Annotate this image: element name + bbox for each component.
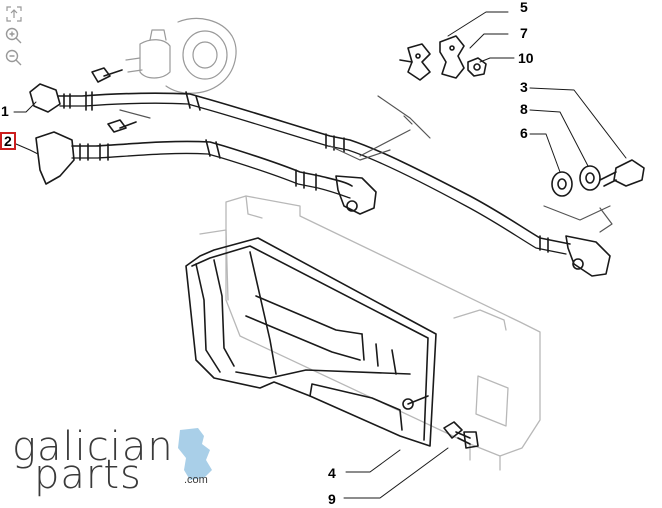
callout-6[interactable]: 6	[520, 125, 528, 141]
fit-to-screen-icon[interactable]	[4, 4, 24, 24]
zoom-in-icon[interactable]	[4, 26, 24, 46]
air-duct-4	[185, 237, 437, 447]
section-lines	[119, 95, 431, 161]
callout-8[interactable]: 8	[520, 101, 528, 117]
bolt-3	[599, 159, 645, 187]
callout-9[interactable]: 9	[328, 491, 336, 507]
logo-word-parts: parts	[34, 452, 142, 498]
logo-word-galician: galician	[12, 424, 174, 470]
engine-housing-outline	[125, 17, 237, 94]
logo-tld: .com	[184, 474, 208, 486]
viewer-toolbar	[4, 4, 26, 70]
clamp-7	[439, 35, 465, 79]
washer-8	[579, 165, 601, 191]
callout-7[interactable]: 7	[520, 25, 528, 41]
callout-10[interactable]: 10	[518, 50, 534, 66]
nut-10	[467, 57, 487, 77]
group-bracket-lines	[543, 205, 613, 233]
zoom-out-icon[interactable]	[4, 48, 24, 68]
bolt-left-lower	[107, 119, 137, 133]
callout-5[interactable]: 5	[520, 0, 528, 15]
washer-6	[551, 171, 573, 197]
callout-2-selected[interactable]: 2	[0, 132, 16, 150]
logo-map-shape	[178, 428, 212, 480]
galicianparts-logo: galician parts .com	[8, 424, 228, 498]
hose-1	[29, 83, 611, 277]
hose-2	[35, 131, 377, 215]
callout-4[interactable]: 4	[328, 465, 336, 481]
callout-1[interactable]: 1	[1, 103, 9, 119]
bracket-5	[399, 43, 431, 81]
leader-lines	[13, 11, 627, 499]
bolt-9	[443, 421, 479, 449]
cooler-ghost	[199, 195, 541, 471]
callout-3[interactable]: 3	[520, 79, 528, 95]
bolt-left-upper	[91, 67, 123, 83]
